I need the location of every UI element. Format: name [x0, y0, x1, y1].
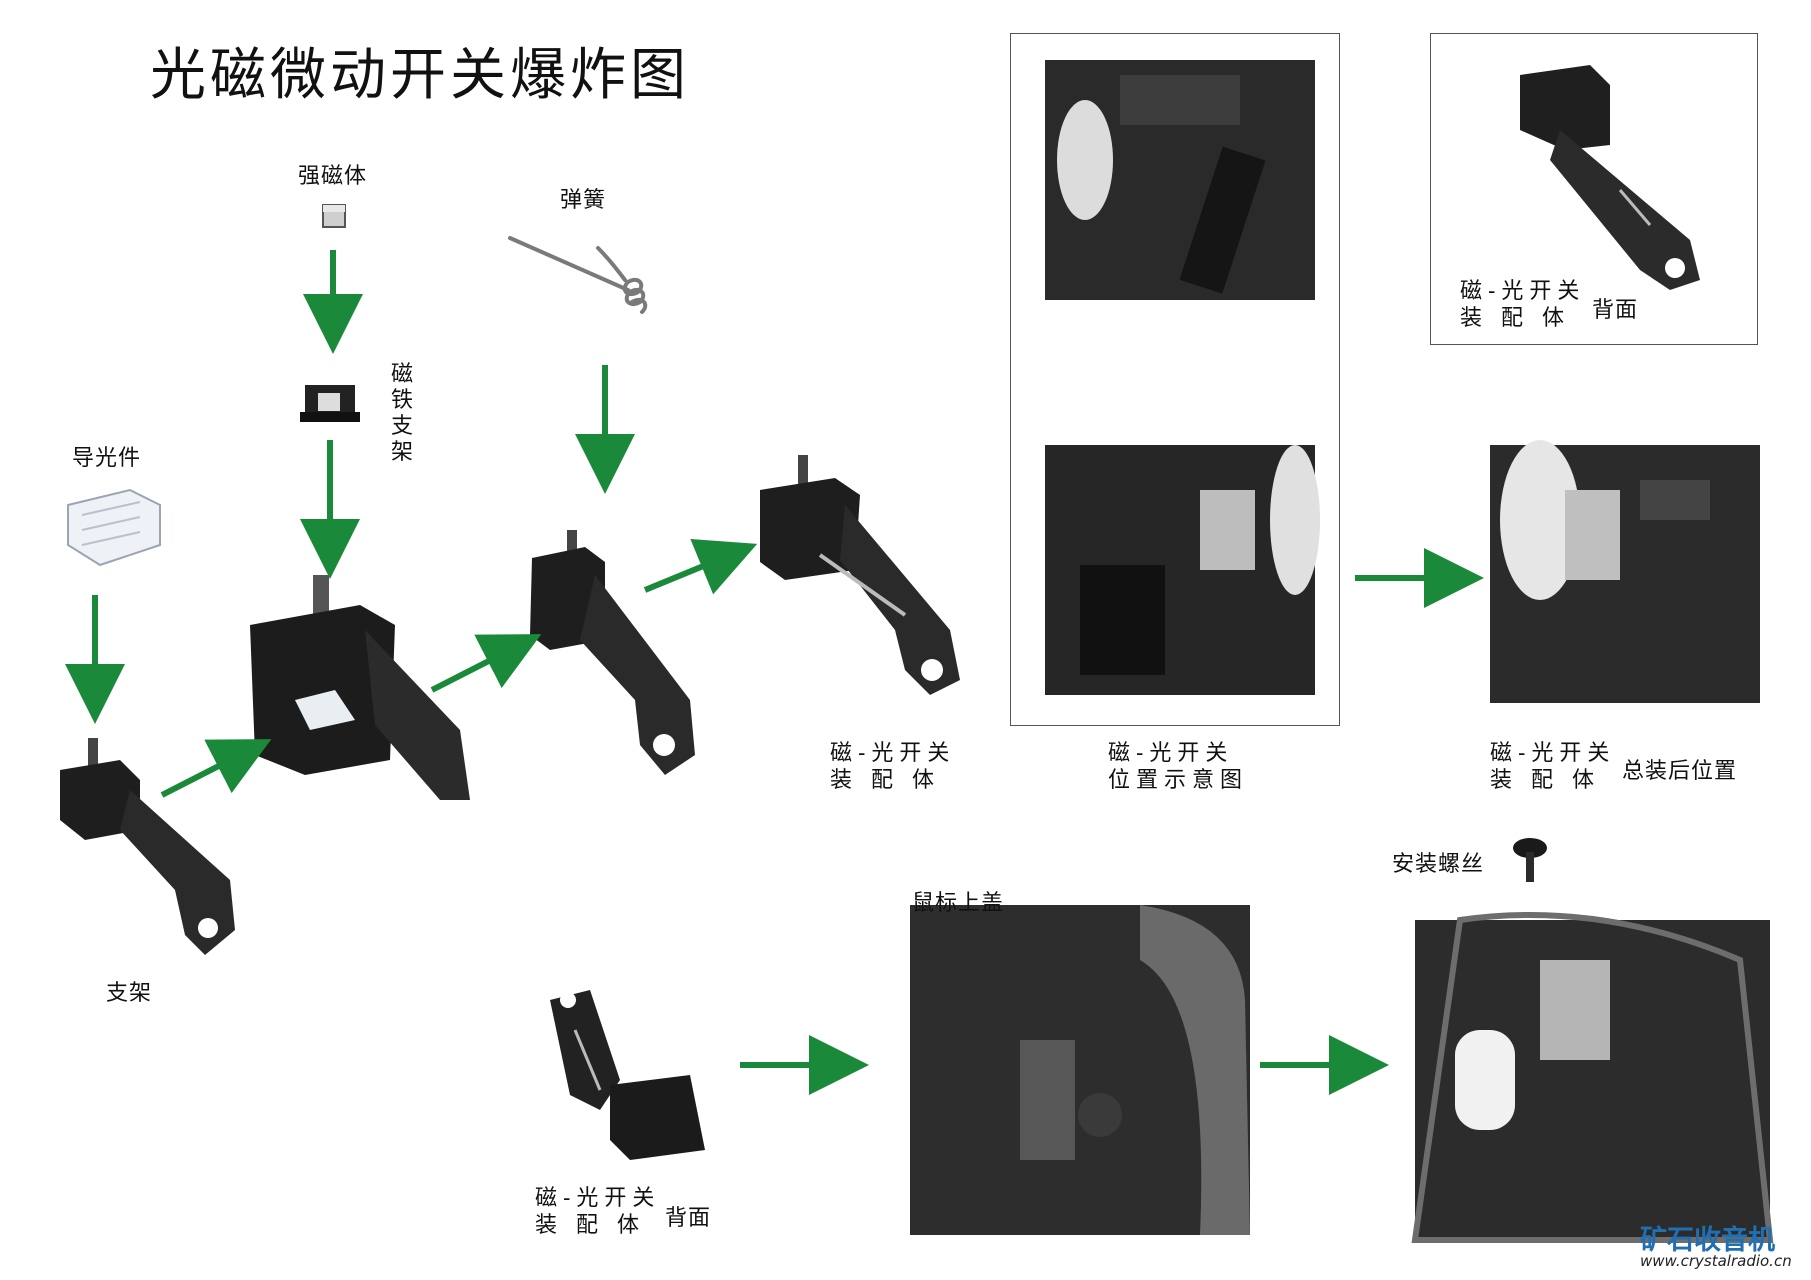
label-after-assembly: 磁-光开关 装 配 体 — [1490, 740, 1615, 794]
photo-screw-details — [1411, 912, 1774, 1243]
label-back-view-bottom-line1: 磁-光开关 — [535, 1186, 661, 1211]
back-view-frame — [1430, 33, 1758, 345]
label-position: 磁-光开关 位置示意图 — [1108, 740, 1248, 794]
label-back-view-top-line2: 装 配 体 — [1460, 306, 1570, 331]
photo-position-details — [1080, 445, 1320, 675]
label-light-guide: 导光件 — [72, 446, 142, 471]
label-after-assembly-line2: 装 配 体 — [1490, 768, 1600, 793]
label-position-line2: 位置示意图 — [1108, 768, 1249, 793]
arrow-mid-right — [643, 538, 758, 595]
label-magnet: 强磁体 — [298, 164, 368, 189]
magnet-holder-part — [300, 385, 360, 422]
flow-arrows — [65, 250, 1484, 1095]
label-position-line1: 磁-光开关 — [1108, 741, 1234, 766]
photo-cover-details — [1020, 905, 1250, 1235]
back-view-part — [1520, 65, 1700, 290]
label-assembly: 磁-光开关 装 配 体 — [830, 740, 955, 794]
label-magnet-holder: 磁铁支架 — [390, 362, 413, 465]
bracket-part — [60, 738, 235, 955]
label-back-view-top: 磁-光开关 装 配 体 — [1460, 278, 1585, 332]
arrow-bracket-right — [160, 739, 272, 798]
page-title: 光磁微动开关爆炸图 — [150, 43, 690, 108]
watermark-brand: 矿石收音机 — [1640, 1225, 1775, 1256]
photo-top-details — [1057, 75, 1266, 294]
label-assembly-line2: 装 配 体 — [830, 768, 940, 793]
label-back-view-bottom: 磁-光开关 装 配 体 — [535, 1185, 660, 1239]
label-after-assembly-suffix: 总装后位置 — [1622, 759, 1738, 784]
spring-part — [508, 236, 648, 314]
watermark-url: www.crystalradio.cn — [1640, 1252, 1792, 1270]
bracket-large-part — [250, 575, 470, 800]
bracket-mid-part — [530, 530, 695, 775]
label-spring: 弹簧 — [560, 188, 607, 213]
label-back-view-bottom-line2: 装 配 体 — [535, 1213, 645, 1238]
position-frame — [1010, 33, 1340, 726]
label-top-cover: 鼠标上盖 — [912, 891, 1005, 916]
arrow-large-right — [430, 634, 542, 693]
label-screw: 安装螺丝 — [1392, 852, 1485, 877]
photo-after-details — [1500, 440, 1710, 600]
screw-part — [1513, 838, 1547, 882]
label-back-view-bottom-suffix: 背面 — [665, 1206, 712, 1231]
label-after-assembly-line1: 磁-光开关 — [1490, 741, 1616, 766]
light-guide-part — [67, 488, 161, 567]
back-view-bottom-part — [550, 990, 705, 1160]
label-bracket: 支架 — [106, 981, 153, 1006]
switch-assembly-part — [760, 455, 960, 695]
label-back-view-top-line1: 磁-光开关 — [1460, 279, 1586, 304]
magnet-part — [322, 204, 346, 228]
label-assembly-line1: 磁-光开关 — [830, 741, 956, 766]
label-back-view-top-suffix: 背面 — [1592, 298, 1639, 323]
